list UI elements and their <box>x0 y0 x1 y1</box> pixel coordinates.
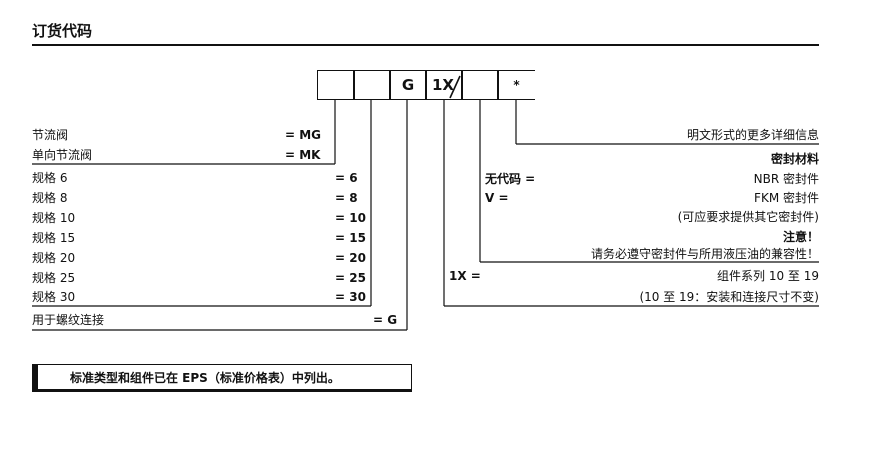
details-label: 明文形式的更多详细信息 <box>686 128 819 142</box>
option-code-size-15: = 15 <box>335 231 366 245</box>
caution-text: 请务必遵守密封件与所用液压油的兼容性！ <box>590 247 819 261</box>
option-code-mg: = MG <box>285 128 322 142</box>
code-box-3: G <box>389 70 427 100</box>
option-label-mg: 节流阀 <box>32 128 69 142</box>
seal-none-code: 无代码 = <box>485 172 536 186</box>
eps-note-text: 标准类型和组件已在 EPS（标准价格表）中列出。 <box>70 370 340 385</box>
page-title: 订货代码 <box>32 22 93 40</box>
series-code: 1X = <box>449 269 481 283</box>
option-label-size-20: 规格 20 <box>32 251 76 265</box>
seal-fkm: FKM 密封件 <box>754 191 819 205</box>
option-code-mk: = MK <box>285 148 321 162</box>
caution-heading: 注意！ <box>782 230 819 244</box>
seal-v-code: V = <box>485 191 509 205</box>
option-code-size-20: = 20 <box>335 251 366 265</box>
option-label-size-6: 规格 6 <box>32 171 68 185</box>
option-label-size-30: 规格 30 <box>32 290 76 304</box>
option-code-size-30: = 30 <box>335 290 366 304</box>
code-box-2 <box>353 70 391 100</box>
eps-note-box: 标准类型和组件已在 EPS（标准价格表）中列出。 <box>32 364 412 392</box>
title-rule <box>32 44 819 46</box>
option-label-size-10: 规格 10 <box>32 211 76 225</box>
option-label-size-25: 规格 25 <box>32 271 76 285</box>
seal-nbr: NBR 密封件 <box>753 172 819 186</box>
seal-heading: 密封材料 <box>770 152 819 166</box>
seal-other: (可应要求提供其它密封件) <box>677 210 819 224</box>
option-label-size-8: 规格 8 <box>32 191 68 205</box>
code-box-1 <box>317 70 355 100</box>
option-code-thread: = G <box>373 313 398 327</box>
code-box-4: 1X <box>425 70 463 100</box>
option-code-size-8: = 8 <box>335 191 358 205</box>
option-label-size-15: 规格 15 <box>32 231 76 245</box>
option-code-size-10: = 10 <box>335 211 366 225</box>
code-box-5 <box>461 70 499 100</box>
option-code-size-25: = 25 <box>335 271 366 285</box>
code-box-6: * <box>497 70 535 100</box>
option-code-size-6: = 6 <box>335 171 358 185</box>
series-note: (10 至 19：安装和连接尺寸不变) <box>639 290 819 304</box>
option-label-thread: 用于螺纹连接 <box>32 313 105 327</box>
option-label-mk: 单向节流阀 <box>32 148 93 162</box>
series-text: 组件系列 10 至 19 <box>717 269 819 283</box>
